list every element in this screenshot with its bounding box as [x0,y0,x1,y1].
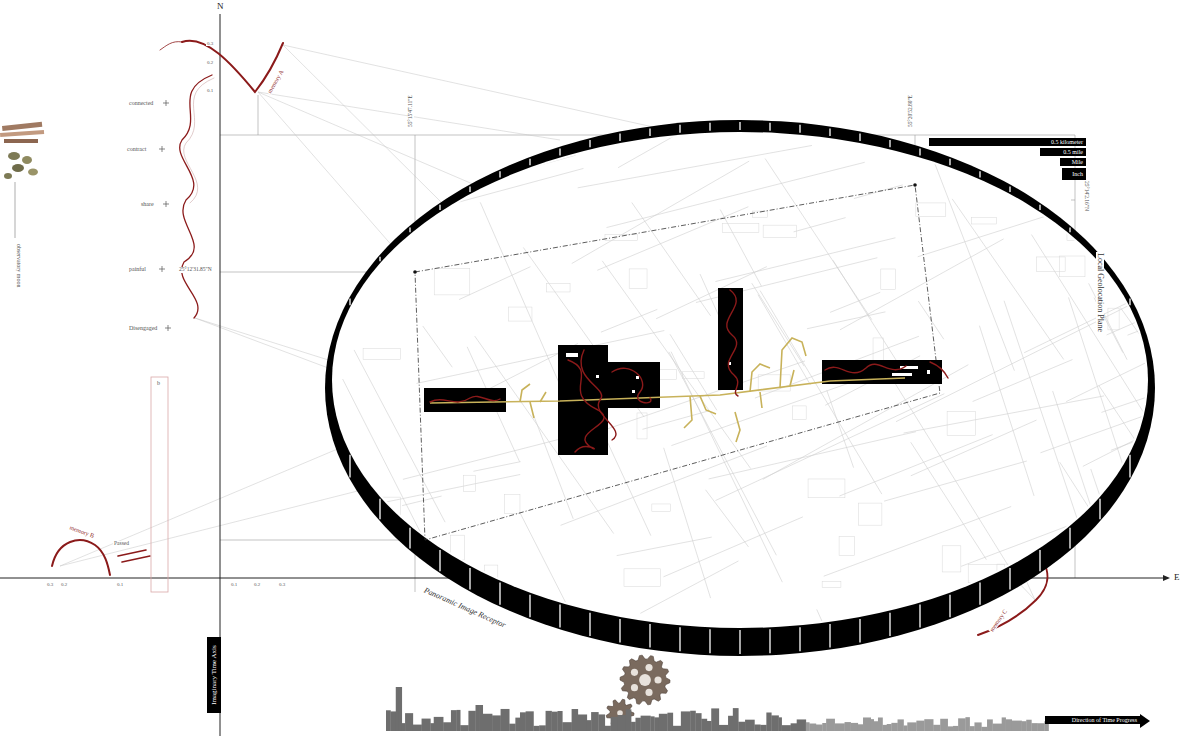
scale-bar: Mile [1060,158,1086,166]
node-text: Mile [1072,159,1083,165]
site-point [913,183,917,187]
memory-traces [430,290,948,452]
tick-number: 0.1 [206,88,214,93]
node-text: Inch [1072,171,1083,177]
walking-route [430,338,905,442]
ring-label: Panoramic Image Receptor [422,586,508,630]
tick-number: 0.3 [206,41,214,46]
coordinate-label: 25°12'31.85"N [178,267,213,273]
scale-bar: 0.5 kilometer [929,138,1086,146]
tick-number: 0.3 [278,582,286,587]
scale-bar: Inch [1062,168,1086,180]
emotion-label: painful [128,266,147,272]
compass-label: E [1173,573,1181,582]
leader-line [15,182,16,238]
tick-number: 0.1 [116,582,124,587]
cross-marks [159,100,171,331]
site-point [413,270,417,274]
node-text: 0.5 kilometer [1051,139,1083,145]
memory-label: memory A [266,68,285,95]
tick-number: 0.3 [46,582,54,587]
street-map [343,88,1190,736]
memory-label: memory B [68,524,96,539]
note-label: Passed [113,541,130,547]
panoramic-ring [325,120,1155,656]
tick-number: 0.1 [230,582,238,587]
arrowhead [1140,714,1150,728]
bracket-box [151,377,168,592]
ring-inner [332,132,1148,628]
vertical-note: observatory moon [16,243,22,289]
axis-arrowhead [1163,575,1170,581]
pebble-image [0,122,44,179]
node-text: Direction of Time Progress [1072,717,1137,723]
bracket-label: b [156,380,161,386]
emotion-label: connected [128,100,154,106]
scale-bar: 0.5 mile [1040,148,1086,156]
city-skyline [386,687,1049,731]
north-axis [220,14,221,736]
node-text: Imaginary Time Axis [211,645,218,705]
memory-blocks [424,288,942,455]
time-direction-arrow: Direction of Time Progress [1045,716,1140,724]
coordinate-label: 55°20'52.80"E [908,94,914,128]
compass-label: N [216,2,225,11]
node-text: 0.5 mile [1063,149,1083,155]
ring-ticks [350,122,1130,654]
time-axis-bar: Imaginary Time Axis [207,637,221,713]
coordinate-label: 25°14'2.16"N [1084,180,1090,212]
coordinate-label: 55°15'47.11"E [408,94,414,128]
emotion-label: share [140,201,155,207]
emotion-label: Disengaged [128,325,158,331]
memory-label: memory C [988,607,1009,633]
tick-number: 0.2 [60,582,68,587]
tick-number: 0.2 [253,582,261,587]
plane-label: Local Geolocation Plane [1096,252,1104,333]
emotion-label: contract [126,146,147,152]
block-marks [566,353,930,393]
tick-number: 0.2 [206,60,214,65]
